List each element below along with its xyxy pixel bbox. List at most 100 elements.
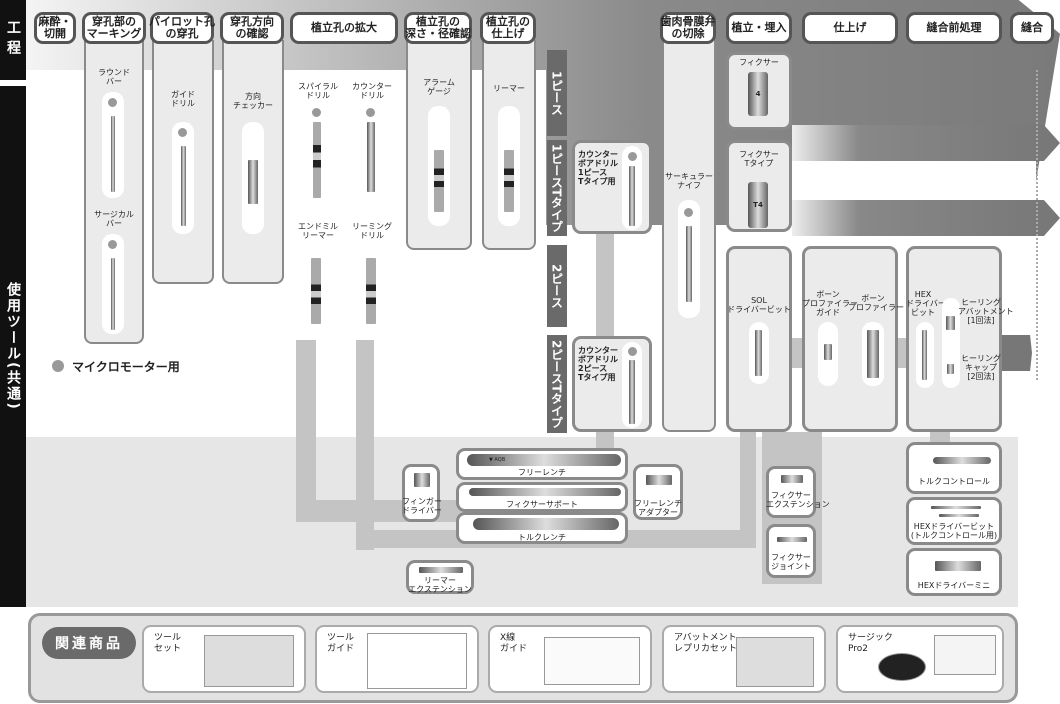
guide-drill-icon <box>181 146 186 226</box>
healing-cap-icon <box>947 364 954 374</box>
hex-bit-icon <box>922 330 927 380</box>
reaming-drill-icon <box>366 258 376 324</box>
fixer-label: フィクサー <box>739 58 779 67</box>
free-wrench-adapter: フリーレンチ アダプター <box>633 464 683 520</box>
hex-bit-torque-label: HEXドライバービット (トルクコントロール用) <box>910 522 998 540</box>
foot-pedal-image <box>878 653 926 681</box>
connector <box>296 340 316 520</box>
connector <box>356 340 374 550</box>
bone-profiler-label: ボーン プロファイラー <box>848 294 904 312</box>
fixer-joint-label: フィクサー ジョイント <box>771 553 811 571</box>
fixer-support: フィクサーサポート <box>456 482 628 512</box>
fixer-extension-icon <box>781 475 803 483</box>
product-xray-guide[interactable]: X線 ガイド <box>488 625 652 693</box>
step-suture: 縫合 <box>1010 12 1054 44</box>
tool-set-image <box>204 635 294 687</box>
finger-driver: フィンガー ドライバー <box>402 464 442 522</box>
fixer-t-icon: T4 <box>748 182 768 228</box>
micromotor-dot-icon <box>628 347 637 356</box>
fixer-icon: 4 <box>748 72 768 116</box>
micromotor-dot-icon <box>108 240 117 249</box>
type-2piece-t: 2ピースTタイプ <box>547 335 567 433</box>
related-products-title: 関連商品 <box>42 627 136 659</box>
micromotor-dot-icon <box>684 208 693 217</box>
fixer-support-label: フィクサーサポート <box>506 500 578 509</box>
hex-bit-label: HEX ドライバー ビット <box>906 290 946 317</box>
reamer-icon <box>504 150 514 212</box>
arrow-1piece-t <box>792 125 1060 161</box>
fixer-t-label: フィクサー Tタイプ <box>739 150 779 168</box>
endmill-reamer-icon <box>311 258 321 324</box>
finger-driver-icon <box>414 473 430 487</box>
step-implant: 植立・埋入 <box>726 12 792 44</box>
connector <box>740 432 756 548</box>
healing-abutment-icon <box>946 316 955 330</box>
dotted-line <box>1036 70 1038 380</box>
round-bur-label: ラウンド バー <box>98 68 130 86</box>
counterbore-2piece-label: カウンター ボアドリル 2ピース Tタイプ用 <box>578 346 618 382</box>
step-gingiva: 歯肉骨膜弁 の切除 <box>660 12 716 44</box>
counter-drill-label: カウンター ドリル <box>352 82 392 100</box>
free-wrench: ▼ AQB フリーレンチ <box>456 448 628 480</box>
sol-bit-icon <box>755 330 762 376</box>
free-wrench-label: フリーレンチ <box>518 468 566 477</box>
product-label: ツール セット <box>154 633 182 654</box>
healing-cap-label: ヒーリング キャップ [2回法] <box>961 354 1001 381</box>
product-surgic-pro2[interactable]: サージック Pro2 <box>836 625 1004 693</box>
fixer-extension: フィクサー エクステンション <box>766 466 830 518</box>
product-tool-guide[interactable]: ツール ガイド <box>315 625 479 693</box>
micromotor-dot-icon <box>178 128 187 137</box>
torque-wrench-icon <box>473 518 619 530</box>
torque-wrench-label: トルクレンチ <box>518 533 566 542</box>
hex-driver-mini: HEXドライバーミニ <box>906 548 1002 596</box>
process-label: 工程 <box>0 0 26 80</box>
counterbore-1piece-label: カウンター ボアドリル 1ピース Tタイプ用 <box>578 150 618 186</box>
type-2piece: 2ピース <box>547 245 567 327</box>
reamer-extension-label: リーマー エクステンション <box>408 576 472 594</box>
fixer-joint: フィクサー ジョイント <box>766 524 816 578</box>
micromotor-dot-icon <box>366 108 375 117</box>
hex-bit-torque-icon <box>931 506 981 509</box>
guide-drill-label: ガイド ドリル <box>171 90 195 108</box>
bone-profiler-guide-label: ボーン プロファイラー ガイド <box>802 290 858 317</box>
spiral-drill-label: スパイラル ドリル <box>298 82 338 100</box>
round-bur-icon <box>111 116 115 192</box>
alarm-gauge-icon <box>434 150 444 212</box>
product-abutment-replica[interactable]: アバットメント レプリカセット <box>662 625 826 693</box>
reamer-extension: リーマー エクステンション <box>406 560 474 594</box>
alarm-gauge-label: アラーム ゲージ <box>423 78 455 96</box>
sol-box <box>726 246 792 432</box>
finger-driver-label: フィンガー ドライバー <box>402 497 442 515</box>
step-enlarge: 植立孔の拡大 <box>290 12 398 44</box>
counterbore-1piece-icon <box>629 166 635 226</box>
step-pre-suture: 縫合前処理 <box>906 12 1002 44</box>
direction-checker-label: 方向 チェッカー <box>233 92 273 110</box>
hex-bit-torque-icon <box>939 514 979 517</box>
surgical-bur-label: サージカル バー <box>94 210 134 228</box>
circular-knife-icon <box>686 226 692 302</box>
step-marking: 穿孔部の マーキング <box>82 12 146 44</box>
fixer-extension-label: フィクサー エクステンション <box>766 491 830 509</box>
fixer-support-icon <box>469 488 621 496</box>
tools-label: 使用ツール(共通) <box>0 86 26 607</box>
product-label: ツール ガイド <box>327 633 355 654</box>
arrow-2piece <box>792 200 1060 236</box>
micromotor-dot-icon <box>108 98 117 107</box>
step-depth: 植立孔の 深さ・径確認 <box>404 12 472 44</box>
surgical-bur-icon <box>111 258 115 330</box>
step-finish-hole: 植立孔の 仕上げ <box>480 12 536 44</box>
reaming-drill-label: リーミング ドリル <box>352 222 392 240</box>
product-tool-set[interactable]: ツール セット <box>142 625 306 693</box>
adapter-icon <box>646 475 672 485</box>
healing-abutment-label: ヒーリング アバットメント [1回法] <box>958 298 1014 325</box>
circular-knife-label: サーキュラー ナイフ <box>665 172 713 190</box>
step-finish: 仕上げ <box>802 12 898 44</box>
micromotor-dot-icon <box>312 108 321 117</box>
abutment-replica-image <box>736 637 814 687</box>
counter-drill-icon <box>367 122 375 192</box>
torque-control-label: トルクコントロール <box>918 477 990 486</box>
type-1piece: 1ピース <box>547 50 567 136</box>
micromotor-legend-icon <box>52 360 64 372</box>
free-wrench-icon: ▼ AQB <box>467 454 621 466</box>
reamer-extension-icon <box>419 567 463 573</box>
